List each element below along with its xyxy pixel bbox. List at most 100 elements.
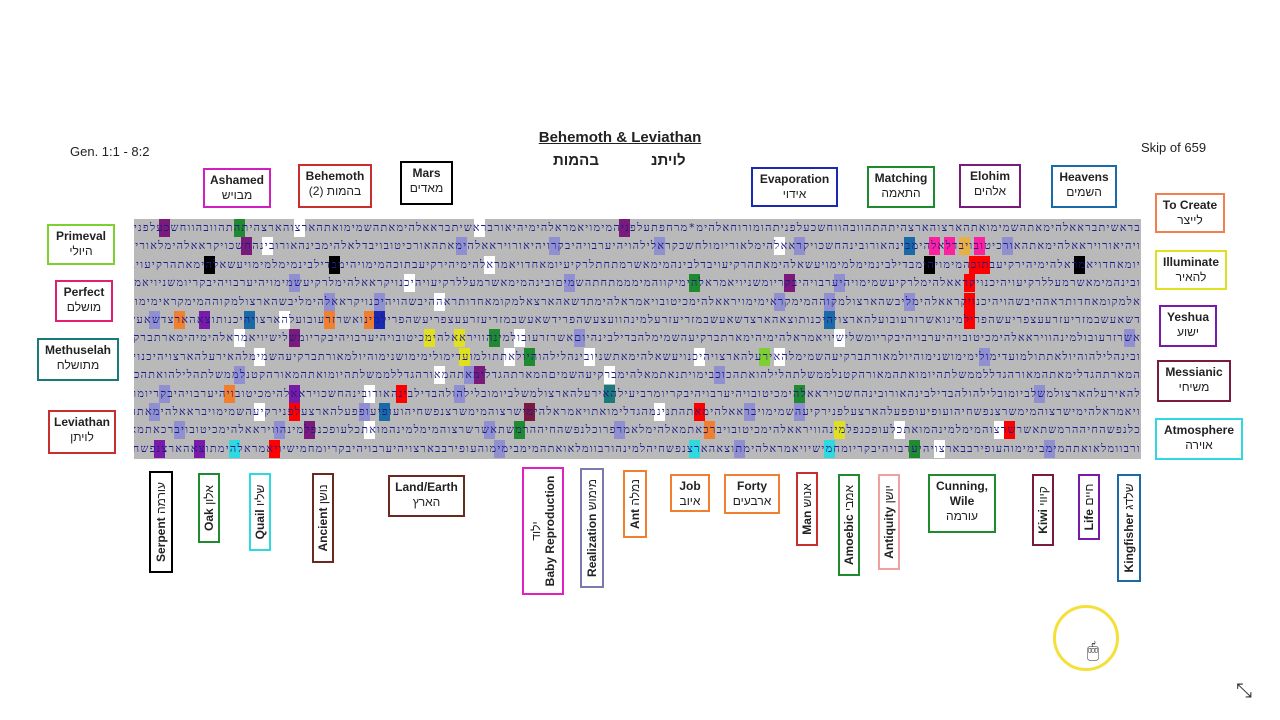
grid-letter-highlight: [689, 274, 700, 293]
grid-letter-highlight: [149, 403, 160, 421]
grid-letter-highlight: [174, 311, 185, 329]
label-behemoth: Behemoth(2) בהמות: [298, 164, 372, 208]
grid-letter-highlight: [289, 403, 300, 421]
grid-letter-highlight: [324, 292, 335, 311]
grid-letter-highlight: [1004, 421, 1015, 440]
grid-letter-highlight: [524, 347, 535, 366]
label-realization: Realization מימוש: [580, 468, 604, 588]
grid-letter-highlight: [199, 311, 210, 329]
grid-row: יומאחדויאמראלהימיהירקיעבתוכהמימויהימבדיל…: [134, 257, 1141, 271]
grid-letter-highlight: [174, 421, 185, 440]
grid-letter-highlight: [279, 311, 290, 329]
label-quail: Quail שליו: [249, 473, 271, 551]
reference-range: Gen. 1:1 - 8:2: [70, 144, 150, 159]
grid-letter-highlight: [254, 347, 265, 366]
grid-letter-highlight: [614, 421, 625, 440]
grid-row: אשרזרעובולמינהוויראאלהימכיטובויהיערבויהי…: [134, 331, 1141, 345]
grid-letter-highlight: [204, 255, 215, 274]
grid-letter-highlight: [959, 237, 970, 256]
grid-letter-highlight: [304, 421, 315, 440]
grid-letter-highlight: [234, 219, 245, 237]
grid-letter-highlight: [454, 384, 465, 403]
grid-letter-highlight: [159, 384, 170, 403]
grid-letter-highlight: [604, 366, 615, 385]
grid-row: להאירעלהארצולמשלביומובלילהולהבדילבינהאור…: [134, 386, 1141, 400]
grid-letter-highlight: [824, 292, 835, 311]
grid-letter-highlight: [194, 439, 205, 458]
grid-letter-highlight: [929, 237, 940, 256]
grid-letter-highlight: [514, 421, 525, 440]
grid-letter-highlight: [824, 311, 835, 329]
grid-row: אלמקומאחדותראההיבשהויהיכנויקראאלהימליבשה…: [134, 294, 1141, 308]
grid-letter-highlight: [514, 329, 525, 348]
grid-letter-highlight: [774, 237, 785, 256]
grid-letter-highlight: [774, 347, 785, 366]
grid-letter-highlight: [244, 311, 255, 329]
grid-letter-highlight: [1074, 255, 1085, 274]
grid-letter-highlight: [689, 439, 700, 458]
grid-letter-highlight: [604, 384, 615, 403]
cursor-highlight-ring: [1053, 605, 1119, 671]
els-letter-grid: בראשיתבראאלהימאתהשמימואתהארצוהארצהיתהתהו…: [134, 219, 1141, 459]
grid-letter-highlight: [484, 421, 495, 440]
grid-letter-highlight: [404, 274, 415, 293]
grid-letter-highlight: [241, 237, 252, 256]
grid-letter-highlight: [584, 347, 595, 366]
label-ant: Ant נמלה: [623, 470, 647, 538]
grid-letter-highlight: [704, 421, 715, 440]
grid-letter-highlight: [324, 311, 335, 329]
grid-letter-highlight: [904, 237, 915, 256]
grid-row: ויאמראלהימישרצוהמימשרצנפשחיהועופיעופפעלה…: [134, 405, 1141, 418]
grid-letter-highlight: [289, 384, 300, 403]
grid-letter-highlight: [909, 439, 920, 458]
grid-letter-highlight: [364, 311, 375, 329]
grid-letter-highlight: [454, 329, 465, 348]
grid-row: דשאעשבמזריעזרעעצפריעשהפרילמינואשרזרעובוע…: [134, 313, 1141, 326]
grid-letter-highlight: [714, 366, 725, 385]
grid-row: כלנפשהחיההרמשתאשרשרצוהמימלמינהמואתכלעופכ…: [134, 423, 1141, 437]
grid-letter-highlight: [574, 329, 585, 348]
mouse-pointer-icon: 🖱: [1087, 640, 1099, 662]
chart-title: Behemoth & Leviathan: [538, 129, 702, 146]
grid-letter-highlight: [269, 439, 280, 458]
grid-letter-highlight: [759, 347, 770, 366]
grid-letter-highlight: [474, 366, 485, 385]
title-hebrew-leviathan: לויתנ: [651, 152, 686, 169]
grid-letter-highlight: [834, 274, 845, 293]
grid-letter-highlight: [619, 219, 630, 237]
grid-letter-highlight: [474, 219, 485, 237]
grid-letter-highlight: [834, 329, 845, 348]
grid-letter-highlight: [364, 384, 375, 403]
exit-fullscreen-icon[interactable]: ⤡: [1236, 680, 1252, 702]
grid-letter-highlight: [1124, 329, 1135, 348]
grid-letter-highlight: [824, 439, 835, 458]
grid-letter-highlight: [944, 237, 955, 256]
grid-letter-highlight: [149, 311, 160, 329]
grid-letter-highlight: [774, 292, 785, 311]
grid-letter-highlight: [794, 237, 805, 256]
grid-letter-highlight: [504, 347, 515, 366]
grid-letter-highlight: [794, 384, 805, 403]
grid-letter-highlight: [744, 403, 755, 421]
grid-letter-highlight: [434, 366, 445, 385]
grid-letter-highlight: [964, 292, 975, 311]
label-antiquity: Antiquity יושן: [878, 474, 900, 570]
grid-letter-highlight: [564, 274, 575, 293]
grid-letter-highlight: [159, 219, 170, 237]
grid-letter-highlight: [294, 219, 305, 237]
grid-letter-highlight: [359, 403, 370, 421]
label-amoebic: Amoebic אמבי: [838, 474, 860, 576]
grid-letter-highlight: [434, 292, 445, 311]
grid-letter-highlight: [974, 237, 985, 256]
